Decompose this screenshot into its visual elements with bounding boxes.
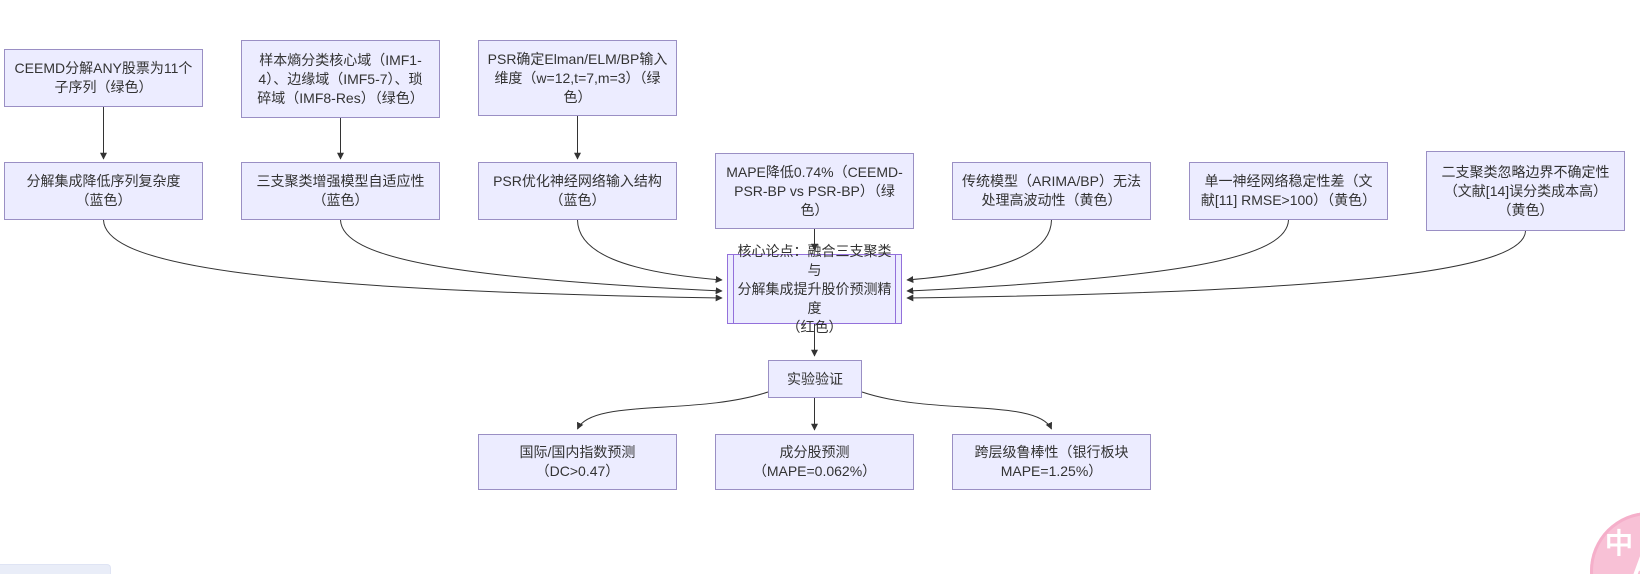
node-experiment-verify: 实验验证 (768, 360, 862, 398)
node-single-network: 单一神经网络稳定性差（文 献[11] RMSE>100）（黄色） (1189, 162, 1388, 220)
status-fragment (0, 564, 111, 574)
node-sample-entropy: 样本熵分类核心域（IMF1- 4）、边缘域（IMF5-7）、琐 碎域（IMF8-… (241, 40, 440, 118)
node-psr-dimension: PSR确定Elman/ELM/BP输入 维度（w=12,t=7,m=3）（绿 色… (478, 40, 677, 116)
edge-single-core (906, 219, 1289, 295)
edge-twoway-core (906, 230, 1526, 302)
node-index-prediction: 国际/国内指数预测 （DC>0.47） (478, 434, 677, 490)
node-traditional-models: 传统模型（ARIMA/BP）无法 处理高波动性（黄色） (952, 162, 1151, 220)
translate-badge-glyph-a: A (1632, 550, 1640, 574)
node-mape-reduction: MAPE降低0.74%（CEEMD- PSR-BP vs PSR-BP）（绿 色… (715, 153, 914, 229)
edge-threeway-core (340, 219, 723, 295)
edge-verify-index (577, 391, 769, 430)
translate-badge-button[interactable]: 中 A (1590, 512, 1640, 574)
node-three-way-clustering: 三支聚类增强模型自适应性 （蓝色） (241, 162, 440, 220)
node-stock-prediction: 成分股预测 （MAPE=0.062%） (715, 434, 914, 490)
edge-psropt-core (577, 219, 723, 283)
node-core-thesis: 核心论点：融合三支聚类与 分解集成提升股价预测精度 （红色） (727, 243, 902, 335)
edge-decomp-core (103, 219, 723, 302)
node-two-way-clustering: 二支聚类忽略边界不确定性 （文献[14]误分类成本高） （黄色） (1426, 151, 1625, 231)
node-psr-optimization: PSR优化神经网络输入结构 （蓝色） (478, 162, 677, 220)
node-decomposition-benefit: 分解集成降低序列复杂度 （蓝色） (4, 162, 203, 220)
edge-verify-robust (861, 391, 1052, 430)
translate-badge-glyph-zh: 中 (1605, 528, 1634, 559)
node-ceemd-decompose: CEEMD分解ANY股票为11个 子序列（绿色） (4, 49, 203, 107)
edge-trad-core (906, 219, 1052, 283)
node-cross-level-robustness: 跨层级鲁棒性（银行板块 MAPE=1.25%） (952, 434, 1151, 490)
